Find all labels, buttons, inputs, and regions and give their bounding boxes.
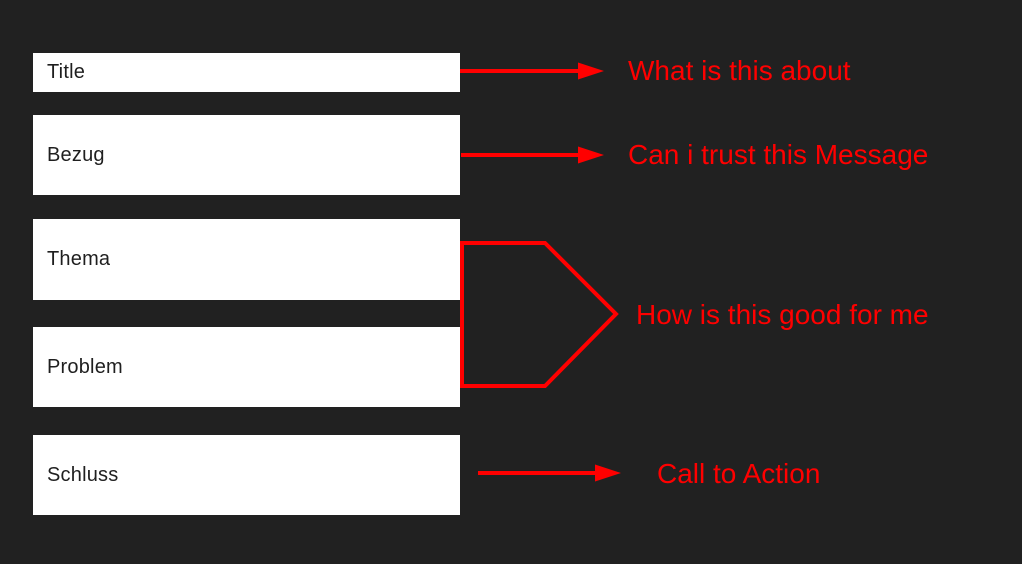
bezug-arrow-icon <box>461 146 604 164</box>
annotation-what-is-this-about: What is this about <box>628 55 851 86</box>
schluss-arrow-icon <box>478 464 621 482</box>
box-bezug: Bezug <box>33 115 460 195</box>
chevron-brace-icon <box>460 241 619 388</box>
box-bezug-label: Bezug <box>47 143 105 166</box>
annotation-can-i-trust: Can i trust this Message <box>628 139 929 170</box>
box-problem: Problem <box>33 327 460 407</box>
annotation-how-is-this-good: How is this good for me <box>636 299 929 330</box>
box-schluss: Schluss <box>33 435 460 515</box>
annotation-call-to-action: Call to Action <box>657 458 821 489</box>
box-thema-label: Thema <box>47 248 111 270</box>
box-thema: Thema <box>33 219 460 300</box>
box-title-label: Title <box>47 61 86 83</box>
box-problem-label: Problem <box>47 355 123 378</box>
title-arrow-icon <box>460 62 604 80</box>
box-schluss-label: Schluss <box>47 463 119 486</box>
box-title: Title <box>33 53 460 92</box>
